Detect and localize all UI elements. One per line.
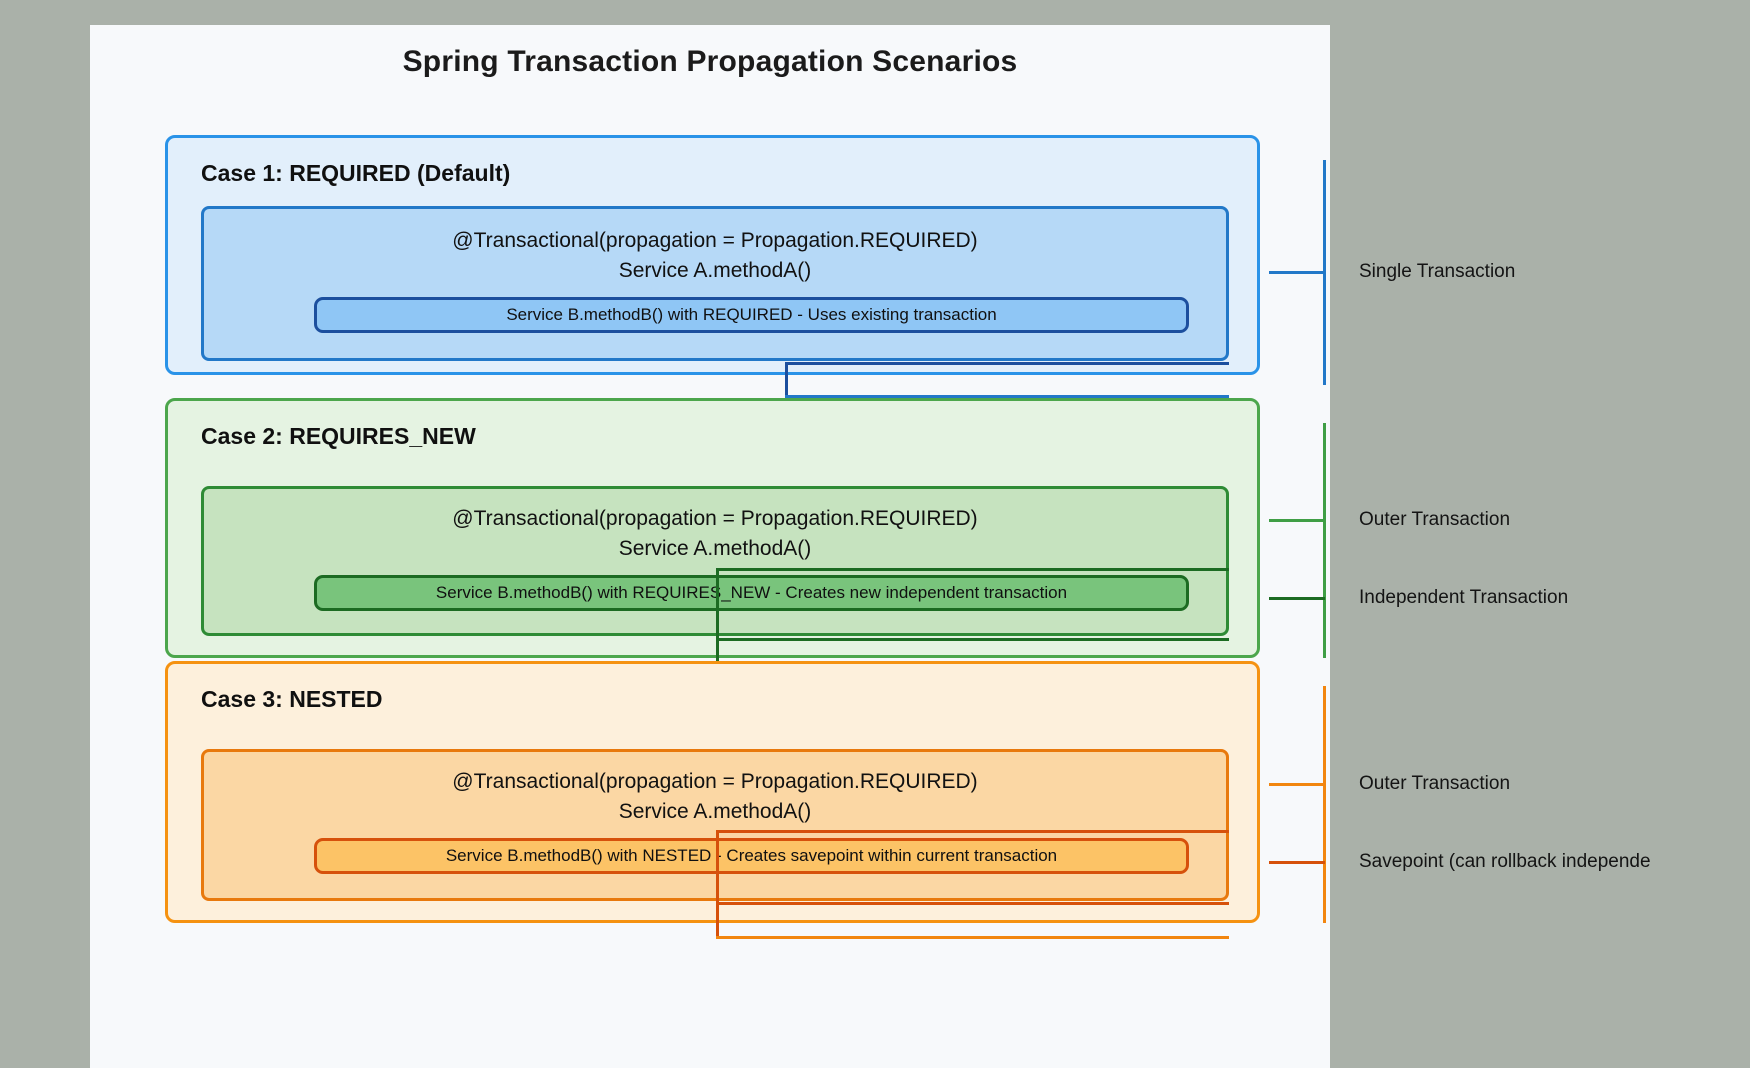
connector-vertical-inner-case3 xyxy=(716,830,719,938)
connector-horizontal-mid-case2 xyxy=(716,638,1229,641)
inner-method-box-case3[interactable]: Service B.methodB() with NESTED - Create… xyxy=(314,838,1189,874)
case-title-requires-new: Case 2: REQUIRES_NEW xyxy=(201,423,476,449)
annotation-line-2-case3: Service A.methodA() xyxy=(618,800,812,823)
bracket-vertical-case3 xyxy=(1323,686,1326,923)
side-label-savepoint: Savepoint (can rollback independe xyxy=(1359,851,1651,872)
connector-horizontal-mid-case3 xyxy=(716,902,1229,905)
connector-horizontal-outer-case1 xyxy=(785,395,1229,398)
page-title: Spring Transaction Propagation Scenarios xyxy=(402,45,1018,78)
annotation-line-1-case1: @Transactional(propagation = Propagation… xyxy=(452,229,978,252)
bracket-stub-outer-case2 xyxy=(1269,519,1325,522)
case-panel-nested[interactable]: Case 3: NESTED @Transactional(propagatio… xyxy=(165,661,1260,939)
annotation-line-2-case1: Service A.methodA() xyxy=(618,259,812,282)
side-label-outer-transaction-case2: Outer Transaction xyxy=(1359,509,1511,530)
outer-transaction-box-case3[interactable]: @Transactional(propagation = Propagation… xyxy=(201,749,1229,901)
side-label-independent-transaction: Independent Transaction xyxy=(1359,587,1569,608)
bracket-stub-case1 xyxy=(1269,271,1325,274)
outer-transaction-box-case2[interactable]: @Transactional(propagation = Propagation… xyxy=(201,486,1229,636)
bracket-stub-independent-case2 xyxy=(1269,597,1325,600)
inner-method-box-case2[interactable]: Service B.methodB() with REQUIRES_NEW - … xyxy=(314,575,1189,611)
bracket-vertical-case2 xyxy=(1323,423,1326,658)
bracket-stub-outer-case3 xyxy=(1269,783,1325,786)
side-label-single-transaction: Single Transaction xyxy=(1359,261,1516,282)
connector-horizontal-inner-case1 xyxy=(785,362,1229,365)
connector-horizontal-outer-case3 xyxy=(716,936,1229,939)
case-panel-requires-new[interactable]: Case 2: REQUIRES_NEW @Transactional(prop… xyxy=(165,398,1260,675)
diagram-canvas: Spring Transaction Propagation Scenarios… xyxy=(90,25,1651,1068)
annotation-line-2-case2: Service A.methodA() xyxy=(618,537,812,560)
case-title-required: Case 1: REQUIRED (Default) xyxy=(201,160,511,186)
bracket-stub-savepoint-case3 xyxy=(1269,861,1325,864)
annotation-line-1-case2: @Transactional(propagation = Propagation… xyxy=(452,507,978,530)
annotation-line-1-case3: @Transactional(propagation = Propagation… xyxy=(452,770,978,793)
connector-vertical-inner-case2 xyxy=(716,568,719,675)
outer-transaction-box-case1[interactable]: @Transactional(propagation = Propagation… xyxy=(201,206,1229,361)
side-label-outer-transaction-case3: Outer Transaction xyxy=(1359,773,1511,794)
connector-vertical-inner-case1 xyxy=(785,362,788,398)
case-title-nested: Case 3: NESTED xyxy=(201,686,383,712)
case-panel-required[interactable]: Case 1: REQUIRED (Default) @Transactiona… xyxy=(165,135,1260,398)
connector-horizontal-top-case3 xyxy=(716,830,1229,833)
inner-method-box-case1[interactable]: Service B.methodB() with REQUIRED - Uses… xyxy=(314,297,1189,333)
connector-horizontal-top-case2 xyxy=(716,568,1229,571)
